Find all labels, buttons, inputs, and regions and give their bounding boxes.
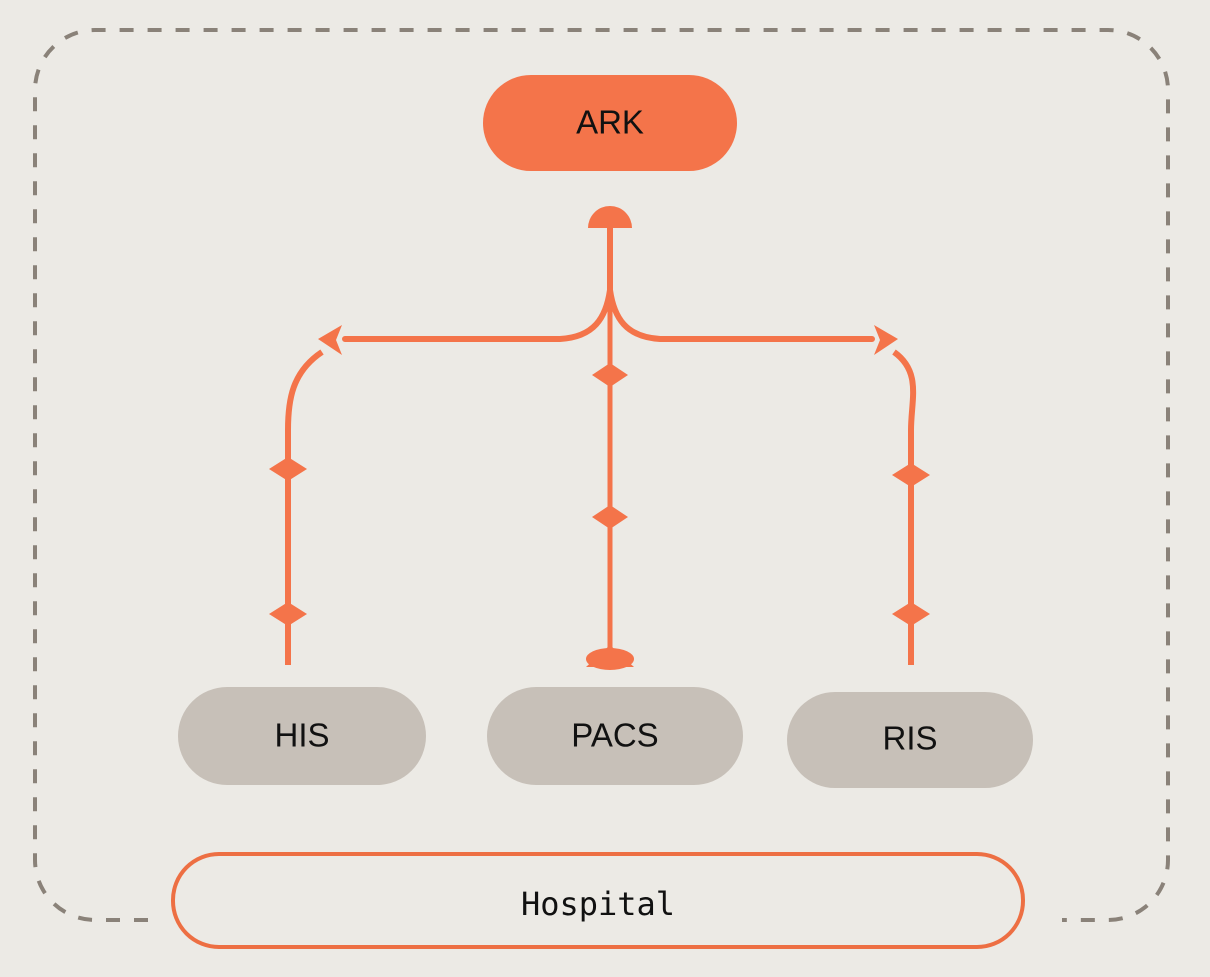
- lens-marker-icon: [269, 602, 307, 626]
- lens-marker-icon: [269, 457, 307, 481]
- node-ris-label: RIS: [882, 720, 937, 757]
- node-ark-shape[interactable]: [483, 75, 737, 171]
- node-his[interactable]: HIS: [178, 687, 426, 785]
- node-ris-shape[interactable]: [787, 692, 1033, 788]
- arrowhead-left-icon: [318, 325, 342, 355]
- node-his-label: HIS: [274, 717, 329, 754]
- dome-cap-icon: [588, 206, 632, 228]
- fan-marker-icon: [586, 648, 634, 670]
- container-hospital-label: Hospital: [521, 885, 675, 923]
- edge-ark-ris: [607, 287, 875, 342]
- edge-ark-his-vertical: [285, 349, 324, 665]
- node-pacs-label: PACS: [571, 717, 658, 754]
- container-hospital-shape[interactable]: [171, 852, 1025, 949]
- node-ark[interactable]: ARK: [483, 75, 737, 171]
- node-ark-label: ARK: [576, 104, 644, 141]
- arrowhead-right-icon: [874, 325, 898, 355]
- node-pacs[interactable]: PACS: [487, 687, 743, 785]
- node-ris[interactable]: RIS: [787, 692, 1033, 788]
- edge-ark-ris-vertical: [892, 349, 917, 665]
- node-pacs-shape[interactable]: [487, 687, 743, 785]
- edge-group: [269, 206, 930, 670]
- dashed-boundary: [33, 28, 1170, 922]
- lens-marker-icon: [892, 463, 930, 487]
- lens-marker-icon: [892, 602, 930, 626]
- node-his-shape[interactable]: [178, 687, 426, 785]
- edge-ark-his: [342, 287, 613, 342]
- lens-marker-icon: [592, 505, 628, 529]
- container-hospital[interactable]: Hospital: [171, 852, 1025, 949]
- lens-marker-icon: [592, 363, 628, 387]
